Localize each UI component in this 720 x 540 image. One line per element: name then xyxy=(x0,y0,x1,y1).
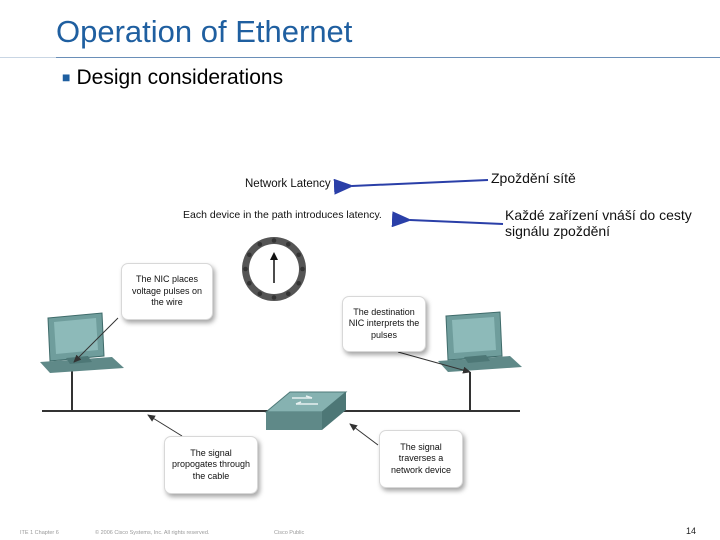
callout-text: The signal traverses a network device xyxy=(390,441,452,475)
device-annotation-cz: Každé zařízení vnáší do cesty signálu zp… xyxy=(505,207,692,239)
callout-text: The destination NIC interprets the pulse… xyxy=(348,306,420,340)
callout-text: The NIC places voltage pulses on the wir… xyxy=(131,274,203,308)
cable-pointer-arrow xyxy=(147,414,183,437)
network-switch-icon xyxy=(264,391,348,430)
clock-icon xyxy=(242,237,306,301)
latency-annotation-cz: Zpoždění sítě xyxy=(491,170,576,186)
title-divider-left xyxy=(0,57,56,58)
title-divider xyxy=(56,57,720,58)
nic-places-pulses-callout: The NIC places voltage pulses on the wir… xyxy=(121,263,213,320)
signal-propagates-callout: The signal propogates through the cable xyxy=(164,436,258,494)
device-annotation-arrow xyxy=(391,211,504,228)
page-number: 14 xyxy=(686,526,697,536)
each-device-label: Each device in the path introduces laten… xyxy=(183,209,382,221)
footer-classification: Cisco Public xyxy=(274,530,305,536)
callout-text: The signal propogates through the cable xyxy=(171,447,251,481)
signal-traverses-callout: The signal traverses a network device xyxy=(379,430,463,488)
network-latency-label: Network Latency xyxy=(245,178,331,190)
latency-annotation-arrow xyxy=(333,178,489,195)
left-computer-icon xyxy=(40,312,124,373)
bullet-item: ■ Design considerations xyxy=(62,66,283,90)
device-pointer-arrow xyxy=(349,423,379,446)
slide-title: Operation of Ethernet xyxy=(56,14,353,49)
destination-pointer-arrow xyxy=(397,351,471,374)
right-computer-icon xyxy=(438,311,522,372)
square-bullet-icon: ■ xyxy=(62,69,71,85)
footer-copyright: © 2006 Cisco Systems, Inc. All rights re… xyxy=(95,530,210,536)
footer-course: ITE 1 Chapter 6 xyxy=(20,530,59,536)
bullet-text: Design considerations xyxy=(76,66,284,89)
nic-pointer-arrow xyxy=(73,317,119,363)
destination-nic-callout: The destination NIC interprets the pulse… xyxy=(342,296,426,352)
